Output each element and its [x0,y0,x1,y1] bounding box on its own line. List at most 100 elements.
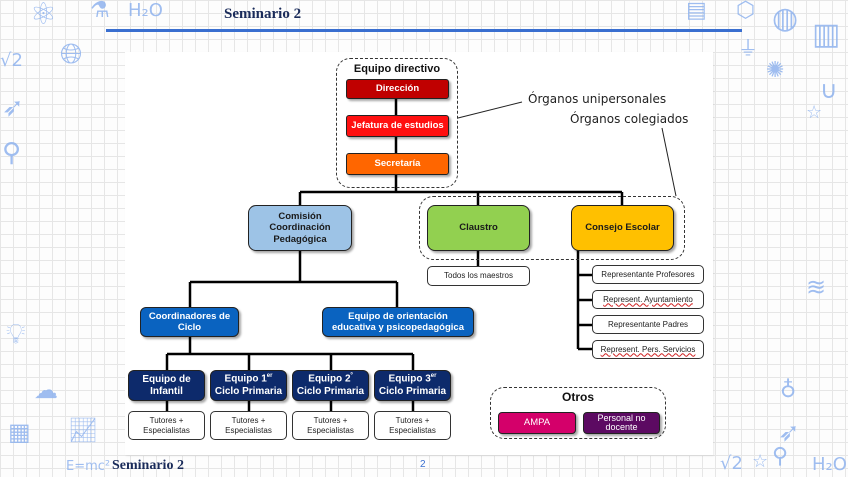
globe-icon: 🌐︎ [60,37,83,70]
ordinal-suffix: er [430,373,437,380]
emc2-icon: E=mc² [66,459,111,474]
coordinadores-ciclo-box[interactable]: Coordinadores de Ciclo [140,307,239,337]
claustro-label: Claustro [459,222,498,234]
h2o-icon: H₂O [812,454,847,475]
tutores-line2: Especialistas [143,425,190,435]
organos-colegiados-group [419,196,685,260]
dna-icon: ≋ [806,273,827,301]
rocket-icon: ➶ [778,418,800,448]
ccp-line2: Coordinación [269,222,331,234]
tutores-box[interactable]: Tutores + Especialistas [292,411,369,440]
tutores-line1: Tutores + [395,415,430,425]
equipo-line2: Ciclo Primaria [296,385,365,397]
coordinadores-line2: Ciclo [177,322,202,333]
equipo-line1: Equipo de [142,373,191,385]
equipo-infantil-box[interactable]: Equipo de Infantil [128,370,205,401]
planet-icon: ♁ [780,378,797,403]
ccp-line3: Pedagógica [273,233,327,245]
consejo-member-label: Representante Profesores [601,269,695,279]
todos-maestros-box[interactable]: Todos los maestros [427,266,530,286]
equipo-directivo-group [336,58,458,188]
sqrt2-icon: √2 [0,50,23,71]
claustro-box[interactable]: Claustro [427,205,530,251]
tutores-line2: Especialistas [225,425,272,435]
star-icon: ☆ [806,102,823,123]
tutores-box[interactable]: Tutores + Especialistas [210,411,287,440]
tutores-line1: Tutores + [149,415,184,425]
eoep-line2: educativa y psicopedagógica [332,322,464,333]
globe-icon: ◍ [772,1,799,36]
consejo-member[interactable]: Represent. Pers. Servicios [592,340,704,359]
molecule-icon: ⚲ [772,444,789,469]
direccion-box[interactable]: Dirección [346,79,449,99]
tutores-line2: Especialistas [307,425,354,435]
todos-maestros-label: Todos los maestros [444,271,513,281]
otros-group [490,387,666,439]
brain-icon: ☁ [34,376,58,404]
lightbulb-icon: 💡︎ [6,317,26,350]
consejo-member-label: Represent. Pers. Servicios [600,344,696,354]
secretaria-box[interactable]: Secretaría [346,153,449,175]
slide-footer-title: Seminario 2 [112,458,184,473]
personal-line2: docente [605,422,638,432]
equipo-3-ciclo-box[interactable]: Equipo 3er Ciclo Primaria [374,370,451,401]
rocket-icon: ➶ [2,93,24,123]
ordinal-suffix: er [266,373,273,380]
atom-icon: ⚛ [30,0,57,32]
equipo-directivo-label: Equipo directivo [353,63,441,75]
star-icon: ☆ [752,451,769,472]
personal-line1: Personal no [597,412,646,423]
flask-icon: ⚗ [90,0,110,23]
ampa-box[interactable]: AMPA [498,412,576,434]
molecule-icon: ⬡ [736,0,756,23]
tutores-box[interactable]: Tutores + Especialistas [128,411,205,440]
abacus-icon: ▦ [8,418,31,446]
bacteria-icon: ✺ [766,58,785,83]
equipo-line2: Ciclo Primaria [214,385,283,397]
jefatura-label: Jefatura de estudios [351,120,444,132]
direccion-label: Dirección [375,83,420,95]
secretaria-label: Secretaría [374,158,421,170]
tutores-line2: Especialistas [389,425,436,435]
personal-no-docente-box[interactable]: Personal no docente [583,412,660,434]
consejo-member-label: Representante Padres [607,319,689,329]
equipo-1-ciclo-box[interactable]: Equipo 1er Ciclo Primaria [210,370,287,401]
tutores-box[interactable]: Tutores + Especialistas [374,411,451,440]
consejo-escolar-box[interactable]: Consejo Escolar [571,205,674,251]
h2o-icon: H₂O [128,0,163,21]
eoep-line1: Equipo de orientación [348,310,448,322]
ccp-line1: Comisión [278,210,322,222]
organos-colegiados-annotation: Órganos colegiados [570,112,689,126]
consejo-escolar-label: Consejo Escolar [585,222,660,234]
consejo-member[interactable]: Representante Padres [592,315,704,334]
tutores-line1: Tutores + [313,415,348,425]
coordinadores-line1: Coordinadores de [148,310,231,322]
organos-unipersonales-annotation: Órganos unipersonales [528,92,667,106]
eoep-box[interactable]: Equipo de orientación educativa y psicop… [322,307,474,337]
equipo-line1: Equipo 3 [388,373,431,385]
equipo-2-ciclo-box[interactable]: Equipo 2º Ciclo Primaria [292,370,369,401]
consejo-member[interactable]: Represent. Ayuntamiento [592,290,704,309]
calculator-icon: ▤ [686,0,707,23]
equipo-line2: Infantil [150,385,183,397]
magnet-icon: ∪ [820,76,838,104]
equipo-line2: Ciclo Primaria [378,385,447,397]
book-icon: ▥ [812,17,841,52]
slide-header-title: Seminario 2 [224,6,302,22]
ampa-label: AMPA [523,417,551,429]
sqrt2-icon: √2 [720,453,743,474]
ccp-box[interactable]: Comisión Coordinación Pedagógica [248,205,352,251]
equipo-line1: Equipo 2 [308,373,351,385]
page-number: 2 [420,459,426,470]
jefatura-box[interactable]: Jefatura de estudios [346,115,449,137]
otros-label: Otros [561,390,594,404]
consejo-member[interactable]: Representante Profesores [592,265,704,284]
plug-icon: ⏚ [738,36,758,60]
tutores-line1: Tutores + [231,415,266,425]
consejo-member-label: Represent. Ayuntamiento [603,294,693,304]
equipo-line1: Equipo 1 [224,373,267,385]
header-divider [106,29,742,32]
graph-icon: 📈︎ [68,416,99,444]
ordinal-suffix: º [350,373,353,380]
molecule-icon: ⚲ [2,138,22,168]
